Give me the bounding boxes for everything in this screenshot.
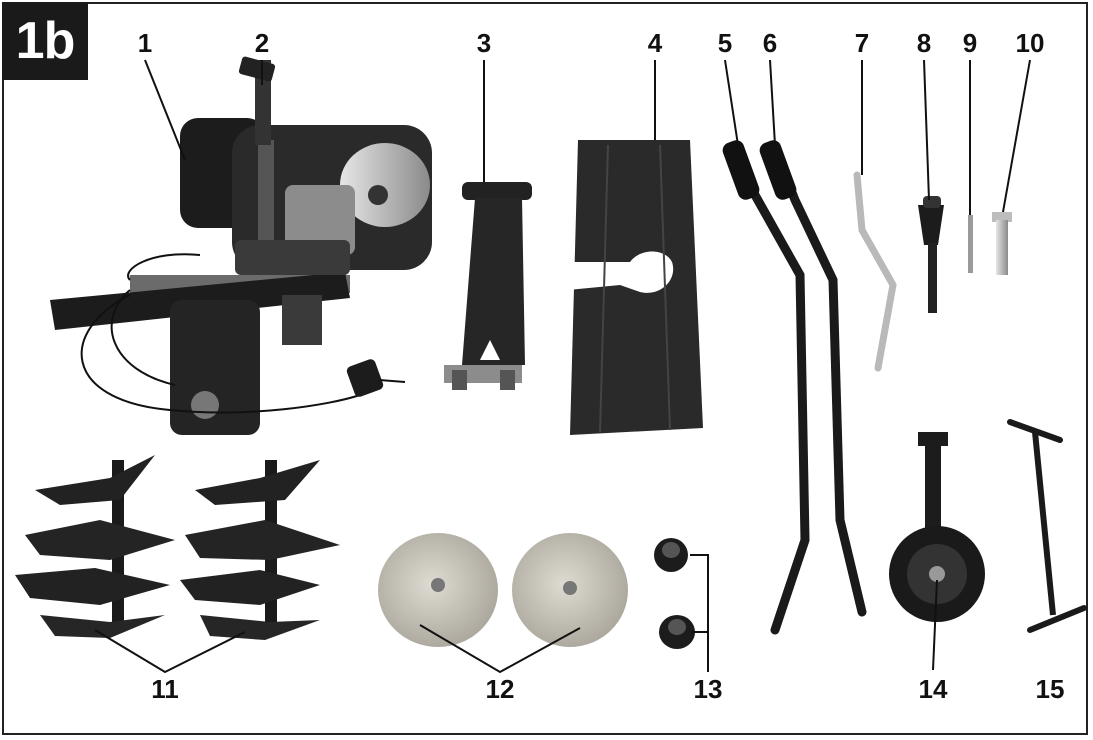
tiller-left xyxy=(15,455,175,638)
callout-10: 10 xyxy=(1016,28,1045,58)
leader-lines xyxy=(94,59,1031,674)
callout-4: 4 xyxy=(648,28,663,58)
callout-8: 8 xyxy=(917,28,931,58)
callout-2: 2 xyxy=(255,28,269,58)
callout-5: 5 xyxy=(718,28,732,58)
figure-label-badge: 1b xyxy=(2,2,88,80)
callout-numbers: 1 2 3 4 5 6 7 8 9 10 11 12 13 14 15 xyxy=(138,28,1065,704)
part-handle-right xyxy=(759,140,867,617)
part-t-bar xyxy=(1007,419,1087,633)
callout-7: 7 xyxy=(855,28,869,58)
callout-15: 15 xyxy=(1036,674,1065,704)
part-bent-rod xyxy=(853,171,897,372)
part-knob-screw xyxy=(918,196,944,313)
callout-6: 6 xyxy=(763,28,777,58)
part-stand xyxy=(444,182,532,390)
part-pin xyxy=(968,215,973,273)
tiller-right xyxy=(180,460,340,640)
callout-3: 3 xyxy=(477,28,491,58)
part-support-wheel xyxy=(889,432,985,622)
callout-1: 1 xyxy=(138,28,152,58)
part-tiller-blades xyxy=(15,455,340,640)
part-engine xyxy=(50,56,432,435)
callout-11: 11 xyxy=(151,674,179,704)
callout-14: 14 xyxy=(919,674,948,704)
part-cover xyxy=(568,140,703,435)
part-handle-left xyxy=(722,140,810,635)
callout-13: 13 xyxy=(694,674,723,704)
part-protective-discs xyxy=(378,533,628,647)
callout-9: 9 xyxy=(963,28,977,58)
part-bolt xyxy=(992,212,1012,275)
callout-12: 12 xyxy=(486,674,515,704)
part-caps xyxy=(654,538,695,649)
